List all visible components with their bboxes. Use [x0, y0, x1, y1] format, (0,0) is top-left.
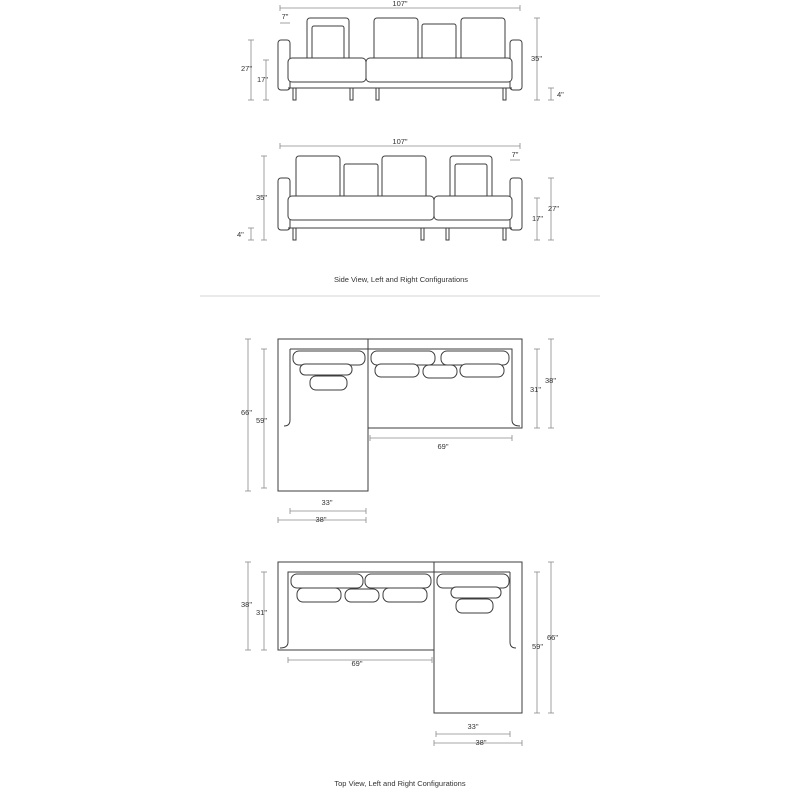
label-depth: 38" [241, 600, 252, 609]
label-chaise-depth: 66" [241, 408, 252, 417]
dimension-height: 35" [531, 17, 542, 101]
dimension-seat-depth: 31" [256, 571, 267, 651]
dimension-arm: 7" [280, 12, 290, 24]
dimension-seat: 17" [257, 59, 269, 101]
label-sofa-seat-width: 69" [437, 442, 448, 451]
label-chaise-width: 38" [475, 738, 486, 747]
label-seat-depth: 31" [256, 608, 267, 617]
label-chaise-depth: 66" [547, 633, 558, 642]
dimension-seat-back: 27" [548, 177, 559, 241]
dimension-arm: 7" [510, 150, 520, 161]
dimension-seat-back: 27" [241, 39, 254, 101]
dimension-chaise-seat-width: 33" [289, 498, 367, 514]
sofa-outline [277, 155, 523, 241]
label-seat: 17" [532, 214, 543, 223]
label-width: 107" [392, 137, 408, 146]
dimension-seat-depth: 31" [530, 348, 541, 429]
side-view-right: 107" 7" 35" 4" 27" 17" [237, 137, 559, 241]
dimension-seat: 17" [532, 197, 543, 241]
sectional-outline [277, 338, 523, 492]
dimension-chaise-seat: 59" [532, 571, 543, 714]
label-sofa-seat-width: 69" [351, 659, 362, 668]
dimension-depth: 38" [545, 338, 556, 429]
caption-top-view: Top View, Left and Right Configurations [334, 779, 465, 788]
label-chaise-seat: 59" [532, 642, 543, 651]
caption-side-view: Side View, Left and Right Configurations [334, 275, 468, 284]
top-view-left: 66" 59" 38" 31" 69" [241, 338, 556, 524]
label-chaise-seat: 59" [256, 416, 267, 425]
top-view-right: 38" 31" 66" 59" 69" [241, 561, 558, 747]
dimension-sofa-seat-width: 69" [369, 435, 513, 451]
side-view-left: 107" 7" 35" 4" 27" [241, 0, 564, 101]
label-arm: 7" [282, 12, 289, 21]
label-height: 35" [531, 54, 542, 63]
label-seat: 17" [257, 75, 268, 84]
label-seat-depth: 31" [530, 385, 541, 394]
dimension-chaise-width: 38" [433, 738, 523, 747]
sofa-outline [277, 17, 523, 101]
label-chaise-seat-width: 33" [467, 722, 478, 731]
dimension-width: 107" [279, 0, 521, 11]
dimension-height: 35" [256, 155, 267, 241]
label-leg: 4" [237, 230, 244, 239]
dimension-sofa-seat-width: 69" [287, 657, 433, 668]
label-depth: 38" [545, 376, 556, 385]
label-leg: 4" [557, 90, 564, 99]
dimension-chaise-depth: 66" [241, 338, 252, 492]
label-seat-back: 27" [548, 204, 559, 213]
dimension-chaise-width: 38" [277, 515, 367, 524]
dimension-depth: 38" [241, 561, 252, 651]
dimension-leg: 4" [237, 227, 254, 241]
sectional-outline [277, 561, 523, 714]
label-chaise-seat-width: 33" [321, 498, 332, 507]
dimension-chaise-seat: 59" [256, 348, 267, 489]
label-height: 35" [256, 193, 267, 202]
label-seat-back: 27" [241, 64, 252, 73]
label-width: 107" [392, 0, 408, 8]
dimension-leg: 4" [548, 87, 564, 101]
label-chaise-width: 38" [315, 515, 326, 524]
dimension-chaise-seat-width: 33" [435, 722, 511, 737]
dimension-chaise-depth: 66" [547, 561, 558, 714]
label-arm: 7" [512, 150, 519, 159]
dimension-width: 107" [279, 137, 521, 149]
